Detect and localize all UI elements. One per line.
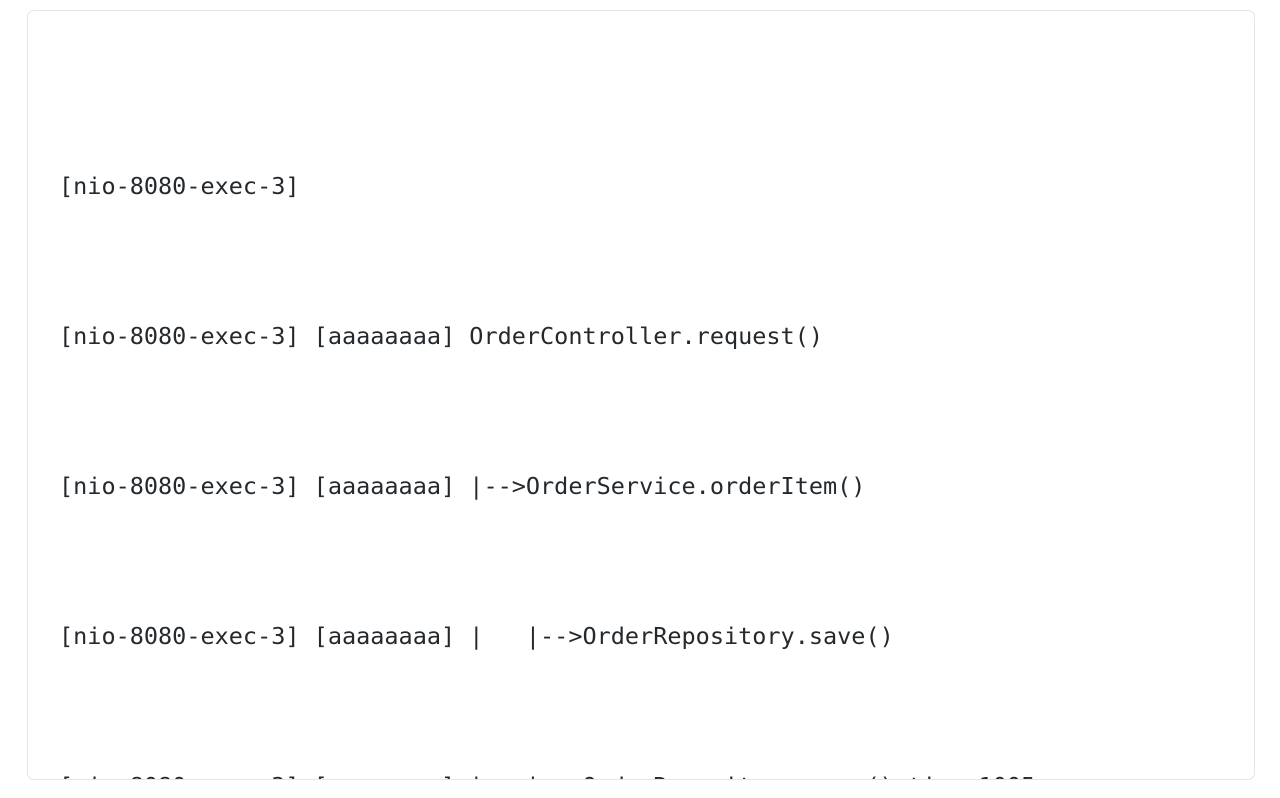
log-output-card: [nio-8080-exec-3] [nio-8080-exec-3] [aaa… xyxy=(27,10,1255,780)
log-line: [nio-8080-exec-3] [aaaaaaaa] OrderContro… xyxy=(59,322,824,350)
log-line: [nio-8080-exec-3] xyxy=(59,172,300,200)
log-line: [nio-8080-exec-3] [aaaaaaaa] | |<--Order… xyxy=(59,761,1240,779)
log-output-text: [nio-8080-exec-3] [nio-8080-exec-3] [aaa… xyxy=(59,61,1240,779)
log-line: [nio-8080-exec-3] [aaaaaaaa] |-->OrderSe… xyxy=(59,472,866,500)
log-line: [nio-8080-exec-3] [aaaaaaaa] | |-->Order… xyxy=(59,622,894,650)
